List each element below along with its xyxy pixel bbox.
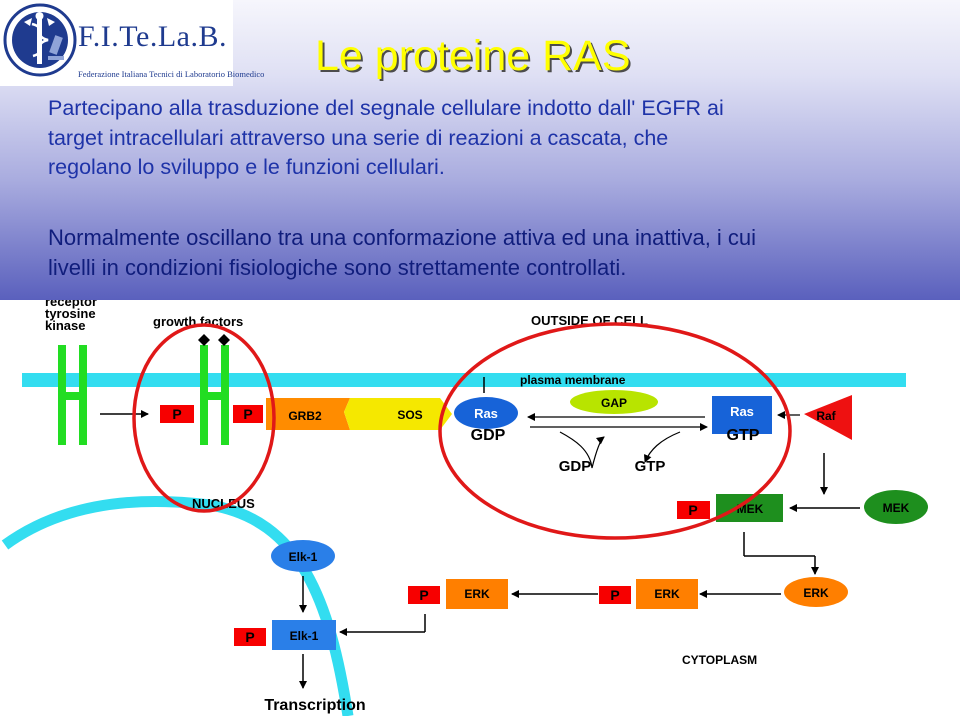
p-label: P bbox=[688, 502, 697, 518]
gdp-label: GDP bbox=[471, 427, 506, 444]
p-box bbox=[233, 405, 263, 423]
logo-subtitle: Federazione Italiana Tecnici di Laborato… bbox=[78, 69, 265, 79]
header-panel: F.I.Te.La.B. Federazione Italiana Tecnic… bbox=[0, 0, 960, 300]
p-label: P bbox=[245, 629, 254, 645]
plasma-membrane-label: plasma membrane bbox=[520, 373, 626, 387]
p-box bbox=[160, 405, 194, 423]
paragraph-1-line: Partecipano alla trasduzione del segnale… bbox=[48, 96, 724, 120]
gap-node bbox=[570, 390, 658, 414]
gap-label: GAP bbox=[601, 396, 627, 410]
erk-node bbox=[784, 577, 848, 607]
sos-shape bbox=[344, 398, 452, 430]
paragraph-2: Normalmente oscillano tra una conformazi… bbox=[48, 223, 756, 283]
ras-label: Ras bbox=[474, 406, 498, 421]
caduceus-microscope-icon bbox=[3, 3, 77, 77]
logo: F.I.Te.La.B. Federazione Italiana Tecnic… bbox=[0, 0, 264, 86]
plasma-membrane-bar bbox=[22, 373, 906, 387]
paragraph-2-line: livelli in condizioni fisiologiche sono … bbox=[48, 255, 627, 280]
arrow bbox=[644, 431, 681, 463]
nucleus-membrane bbox=[1, 495, 354, 716]
receptor-label: kinase bbox=[45, 318, 85, 333]
ras-gdp-node bbox=[454, 397, 518, 429]
erk-nuclear-node bbox=[446, 579, 508, 609]
raf-label: Raf bbox=[816, 409, 836, 423]
sos-label: SOS bbox=[397, 408, 422, 422]
grb2-shape bbox=[266, 398, 350, 430]
page-title: Le proteine RAS bbox=[315, 32, 631, 80]
receptor-right bbox=[200, 345, 229, 445]
p-box bbox=[599, 586, 631, 604]
raf-shape bbox=[804, 395, 852, 440]
elk1-label: Elk-1 bbox=[289, 550, 318, 564]
p-box bbox=[234, 628, 266, 646]
elk1-active-node bbox=[272, 620, 336, 650]
p-label: P bbox=[243, 406, 252, 422]
erk-active-node bbox=[636, 579, 698, 609]
cytoplasm-label: CYTOPLASM bbox=[682, 653, 757, 667]
gtp-label: GTP bbox=[635, 458, 666, 475]
mek-node bbox=[864, 490, 928, 524]
paragraph-1-line: regolano lo sviluppo e le funzioni cellu… bbox=[48, 155, 445, 179]
paragraph-1-line: target intracellulari attraverso una ser… bbox=[48, 125, 669, 150]
highlight-ellipse-receptor bbox=[132, 323, 276, 513]
paragraph-1: Partecipano alla trasduzione del segnale… bbox=[48, 94, 724, 183]
receptor-label: tyrosine bbox=[45, 306, 96, 321]
erk-label: ERK bbox=[654, 587, 680, 601]
transcription-label: Transcription bbox=[264, 697, 365, 714]
arrow bbox=[559, 431, 605, 469]
p-box bbox=[408, 586, 440, 604]
ras-label: Ras bbox=[730, 404, 754, 419]
p-label: P bbox=[419, 587, 428, 603]
mek-label: MEK bbox=[883, 501, 910, 515]
logo-name: F.I.Te.La.B. bbox=[78, 20, 227, 53]
gtp-label: GTP bbox=[727, 427, 760, 444]
paragraph-2-line: Normalmente oscillano tra una conformazi… bbox=[48, 225, 757, 250]
gdp-label: GDP bbox=[559, 458, 592, 475]
ras-gtp-node bbox=[712, 396, 772, 434]
p-label: P bbox=[610, 587, 619, 603]
elk1-node bbox=[271, 540, 335, 572]
growth-factor-marker bbox=[218, 334, 230, 346]
ras-pathway-diagram: receptor tyrosine kinase growth factors … bbox=[1, 300, 928, 716]
elk1-label: Elk-1 bbox=[290, 629, 319, 643]
erk-label: ERK bbox=[464, 587, 490, 601]
grb2-label: GRB2 bbox=[288, 409, 322, 423]
p-label: P bbox=[172, 406, 181, 422]
p-box bbox=[677, 501, 710, 519]
receptor-label: receptor bbox=[45, 300, 97, 309]
growth-factors-label: growth factors bbox=[153, 314, 243, 329]
growth-factor-marker bbox=[198, 334, 210, 346]
receptor-left bbox=[58, 345, 87, 445]
erk-label: ERK bbox=[803, 586, 829, 600]
highlight-ellipse-ras bbox=[438, 322, 792, 540]
